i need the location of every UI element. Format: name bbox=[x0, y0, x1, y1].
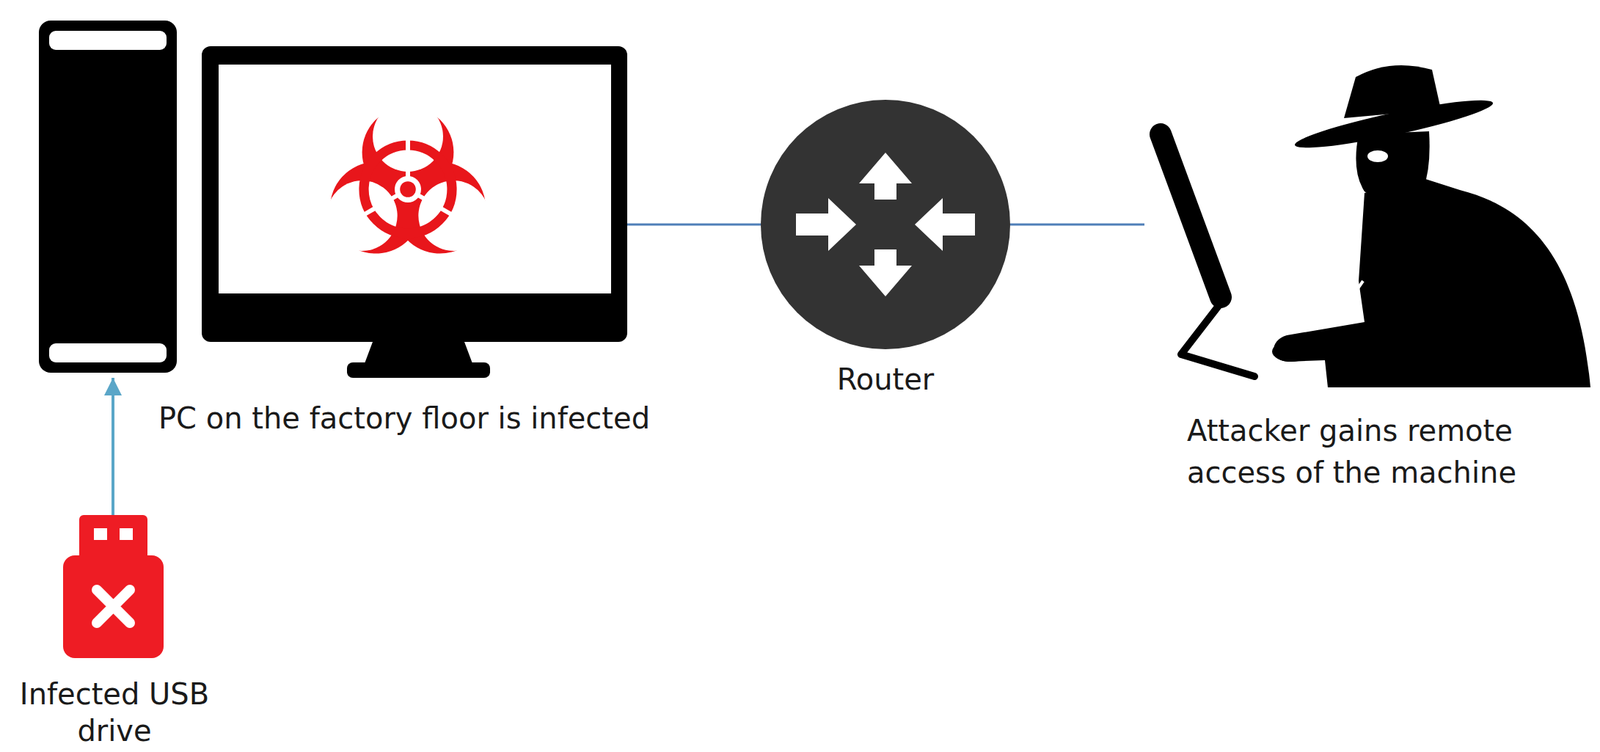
router-node: Router bbox=[760, 99, 1011, 350]
usb-icon bbox=[63, 514, 164, 659]
pc-node: PC on the factory floor is infected bbox=[38, 20, 628, 378]
node-label: Router bbox=[775, 360, 996, 398]
attacker-icon bbox=[1160, 65, 1591, 388]
network-link bbox=[1010, 223, 1145, 226]
router-icon bbox=[760, 99, 1011, 350]
pc-icon bbox=[38, 20, 628, 378]
usb-node: Infected USB drive bbox=[63, 514, 164, 659]
network-link bbox=[627, 223, 761, 226]
node-label: Infected USB drive bbox=[4, 675, 225, 750]
node-label: Attacker gains remote access of the mach… bbox=[1186, 410, 1554, 494]
biohazard-symbol bbox=[313, 101, 503, 270]
node-label: PC on the factory floor is infected bbox=[158, 399, 650, 437]
arrow-connector bbox=[111, 377, 115, 515]
attacker-node: Attacker gains remote access of the mach… bbox=[1144, 60, 1596, 388]
